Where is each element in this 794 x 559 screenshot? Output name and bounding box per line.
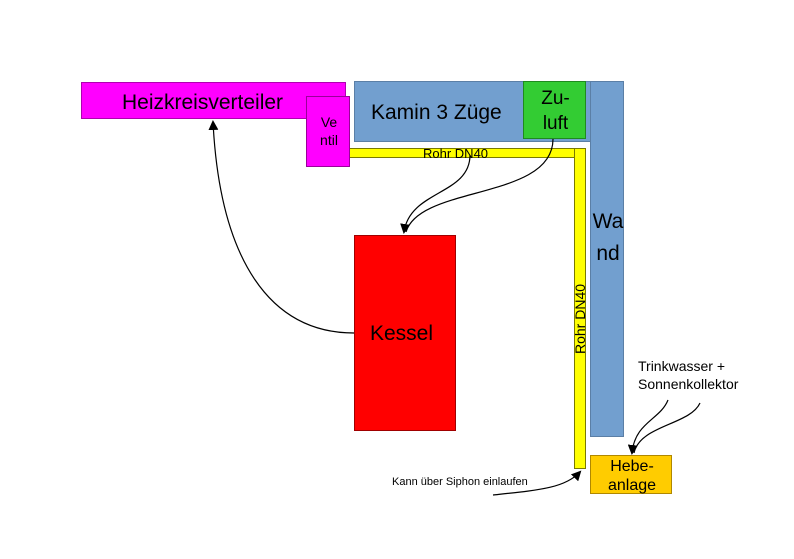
trinkwasser-label-line1: Trinkwasser +: [638, 358, 726, 374]
kessel-label: Kessel: [370, 322, 434, 345]
kamin-label: Kamin 3 Züge: [371, 101, 502, 124]
trinkwasser-label: Trinkwasser + Sonnenkollektor: [638, 357, 768, 393]
hebeanlage-label-line2: anlage: [607, 477, 657, 494]
arrow-kessel-to-heizkreisverteiler: [208, 120, 355, 334]
kessel-box: Kessel: [354, 235, 456, 431]
zuluft-label-line2: luft: [542, 113, 569, 134]
rohr-horizontal-label: Rohr DN40: [423, 146, 489, 161]
siphon-label: Kann über Siphon einlaufen: [392, 476, 528, 488]
hebeanlage-label-line1: Hebe-: [610, 458, 654, 475]
arrow-siphon-to-rohr: [492, 470, 582, 496]
ventil-box: Ve ntil: [306, 96, 350, 167]
ventil-label-line1: Ve: [320, 114, 338, 130]
ventil-label: Ve ntil: [307, 113, 351, 149]
zuluft-box: Zu- luft: [523, 81, 586, 139]
hebeanlage-box: Hebe- anlage: [590, 455, 672, 494]
rohr-vertical: [574, 148, 586, 469]
ventil-label-line2: ntil: [320, 132, 338, 148]
zuluft-label: Zu- luft: [524, 86, 587, 136]
trinkwasser-label-line2: Sonnenkollektor: [638, 376, 739, 392]
heizkreisverteiler-box: Heizkreisverteiler: [81, 82, 346, 119]
zuluft-label-line1: Zu-: [541, 88, 570, 109]
wand-box: Wand: [590, 81, 624, 437]
hebeanlage-label: Hebe- anlage: [591, 457, 673, 495]
arrow-zuluft-to-kessel: [405, 138, 554, 233]
arrow-trinkwasser-to-hebeanlage: [627, 399, 669, 455]
wand-label: Wand: [592, 210, 624, 265]
arrow-sonnenkollektor-to-hebeanlage: [633, 402, 701, 454]
arrow-rohr-to-kessel: [400, 154, 471, 234]
heizkreisverteiler-label: Heizkreisverteiler: [122, 91, 284, 114]
